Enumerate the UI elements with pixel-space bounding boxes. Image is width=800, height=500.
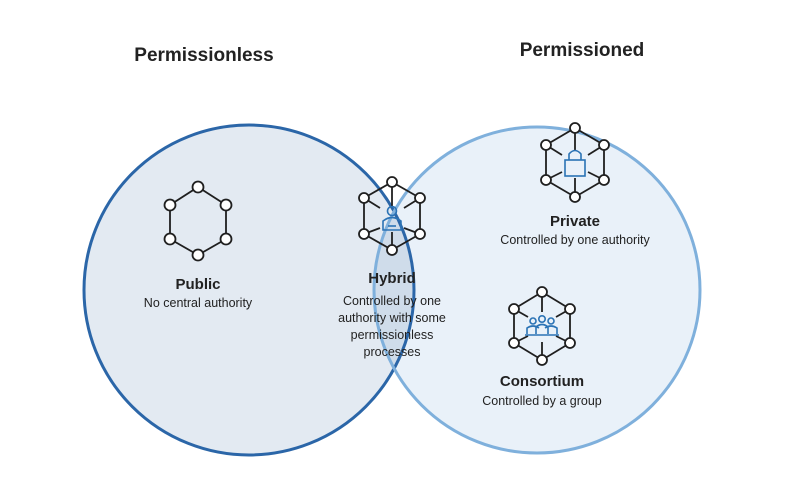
permissionless-circle (84, 125, 414, 455)
permissioned-heading: Permissioned (520, 40, 645, 61)
lock-icon (564, 149, 586, 177)
group-icon (525, 314, 559, 336)
private-description: Controlled by one authority (500, 233, 650, 247)
hybrid-label: Hybrid (368, 270, 416, 287)
hybrid-description-line-4: processes (364, 345, 421, 359)
private-label: Private (550, 213, 600, 230)
permissionless-circle-outline (82, 123, 416, 457)
consortium-label: Consortium (500, 373, 584, 390)
hybrid-description-line-2: authority with some (338, 311, 446, 325)
public-region: Public No central authority (144, 180, 253, 310)
group-network-icon (508, 286, 576, 366)
hybrid-region: Hybrid Controlled by one authority with … (338, 176, 446, 359)
hybrid-description-line-3: permissionless (351, 328, 434, 342)
consortium-region: Consortium Controlled by a group (482, 286, 602, 408)
user-icon (382, 205, 402, 231)
consortium-description: Controlled by a group (482, 394, 602, 408)
private-region: Private Controlled by one authority (500, 122, 650, 247)
user-network-icon (358, 176, 426, 256)
lock-network-icon (540, 122, 610, 203)
hexagon-network-icon (163, 180, 233, 262)
hybrid-description-line-1: Controlled by one (343, 294, 441, 308)
permissionless-heading: Permissionless (134, 45, 273, 66)
public-description: No central authority (144, 296, 253, 310)
permissioned-circle-outline (372, 125, 702, 455)
public-label: Public (175, 276, 220, 293)
